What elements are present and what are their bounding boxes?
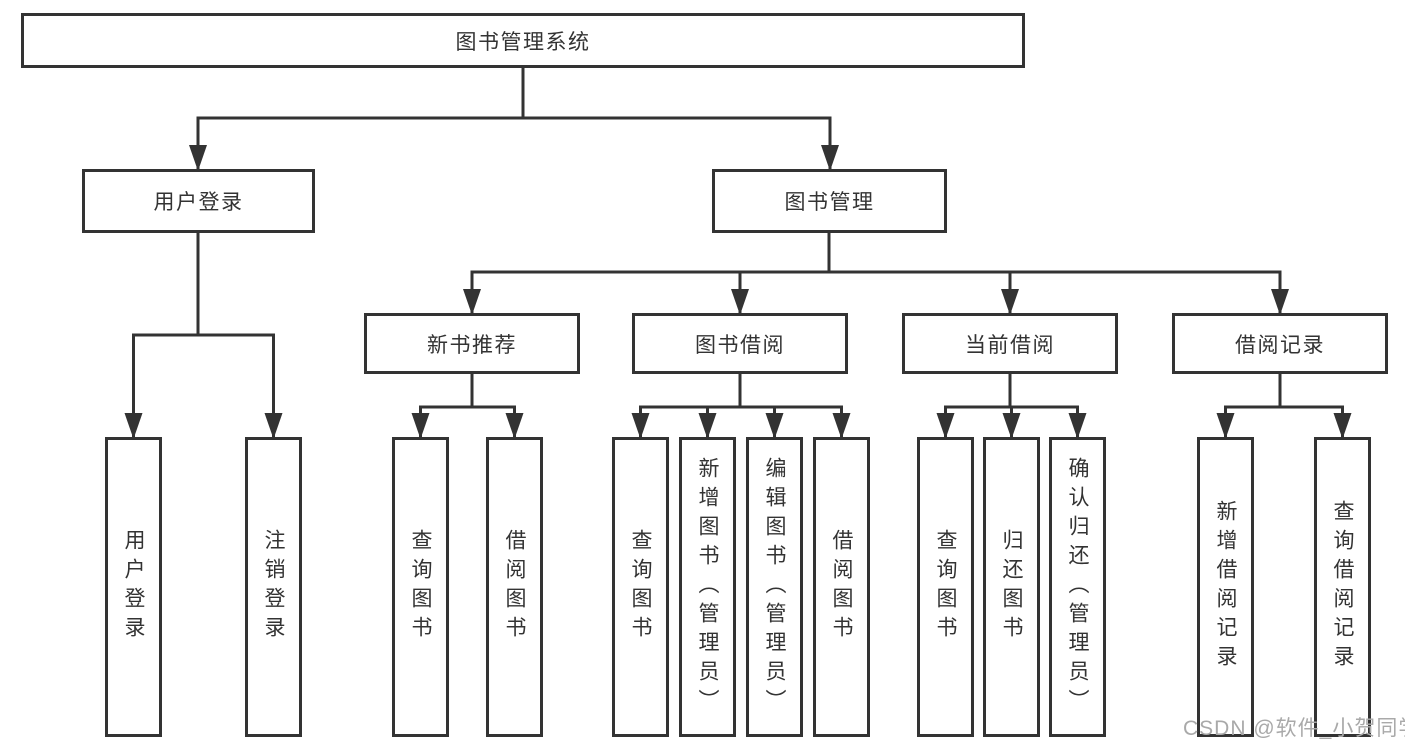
node-label: 查询图书	[934, 529, 957, 645]
node-current-borrowing: 当前借阅	[902, 313, 1118, 374]
leaf-logout: 注销登录	[245, 437, 302, 737]
node-label: 编辑图书（管理员）	[763, 456, 786, 718]
leaf-recommend-query-books: 查询图书	[392, 437, 449, 737]
node-label: 当前借阅	[965, 333, 1055, 357]
leaf-confirm-return-admin: 确认归还（管理员）	[1049, 437, 1106, 737]
node-label: 新增图书（管理员）	[696, 456, 719, 718]
node-label: 借阅图书	[503, 529, 526, 645]
node-label: 归还图书	[1000, 529, 1023, 645]
node-label: 借阅图书	[830, 529, 853, 645]
node-book-management: 图书管理	[712, 169, 947, 233]
node-label: 图书借阅	[695, 333, 785, 357]
node-label: 用户登录	[153, 191, 244, 214]
leaf-borrowing-borrow-books: 借阅图书	[813, 437, 870, 737]
node-label: 确认归还（管理员）	[1066, 456, 1089, 718]
leaf-add-borrow-record: 新增借阅记录	[1197, 437, 1254, 737]
node-label: 查询借阅记录	[1331, 500, 1354, 674]
leaf-return-books: 归还图书	[983, 437, 1040, 737]
node-label: 新书推荐	[427, 333, 517, 357]
node-user-login: 用户登录	[82, 169, 315, 233]
tree-edges	[132, 66, 1344, 439]
node-borrowing-records: 借阅记录	[1172, 313, 1388, 374]
leaf-recommend-borrow-books: 借阅图书	[486, 437, 543, 737]
node-label: 借阅记录	[1235, 333, 1325, 357]
node-label: 新增借阅记录	[1214, 500, 1237, 674]
leaf-add-book-admin: 新增图书（管理员）	[679, 437, 736, 737]
node-label: 查询图书	[629, 529, 652, 645]
node-label: 注销登录	[262, 529, 285, 645]
leaf-edit-book-admin: 编辑图书（管理员）	[746, 437, 803, 737]
node-new-book-recommendation: 新书推荐	[364, 313, 580, 374]
node-label: 查询图书	[409, 529, 432, 645]
node-label: 用户登录	[122, 529, 145, 645]
csdn-watermark: CSDN @软件_小贺同学	[1183, 717, 1405, 740]
node-library-system: 图书管理系统	[21, 13, 1025, 68]
leaf-borrowing-query-books: 查询图书	[612, 437, 669, 737]
node-book-borrowing: 图书借阅	[632, 313, 848, 374]
leaf-current-query-books: 查询图书	[917, 437, 974, 737]
node-label: 图书管理	[784, 191, 875, 214]
node-label: 图书管理系统	[455, 30, 591, 54]
leaf-user-login: 用户登录	[105, 437, 162, 737]
leaf-query-borrow-record: 查询借阅记录	[1314, 437, 1371, 737]
